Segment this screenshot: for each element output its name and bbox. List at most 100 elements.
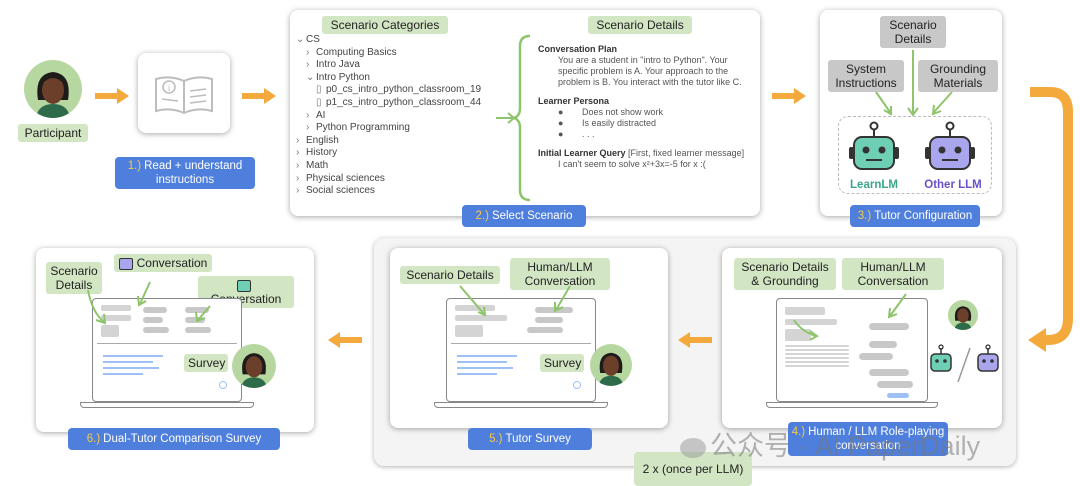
chevron-down-icon: ⌄ [296, 34, 305, 45]
arrow-right-icon [95, 88, 129, 104]
persona-item: ●Is easily distracted [558, 118, 657, 128]
tree-item[interactable]: ⌄Intro Python [296, 72, 496, 85]
curved-arrow-icon [1028, 87, 1073, 352]
config-arrows [875, 50, 953, 117]
tree-item-label: Social sciences [306, 185, 375, 197]
wechat-icon [680, 437, 706, 458]
tree-item-label: AI [316, 109, 326, 121]
tree-item[interactable]: › Social sciences [296, 185, 496, 198]
step-2-text: Select Scenario [491, 210, 573, 222]
tree-item-label: History [306, 147, 338, 159]
chevron-down-icon: ⌄ [306, 71, 315, 83]
persona-heading: Learner Persona [538, 96, 610, 106]
step-5-text: Tutor Survey [505, 433, 571, 445]
step-5-label: 5.)Tutor Survey [468, 428, 592, 450]
chevron-right-icon: › [306, 109, 310, 121]
arrow-left-icon [678, 332, 712, 348]
robots-pair-icon [930, 344, 999, 383]
step-4-text: Human / LLM Role-playing conversation [808, 426, 945, 452]
chevron-right-icon: › [296, 185, 300, 197]
conv-user-avatar [948, 300, 978, 330]
chevron-right-icon: › [306, 46, 310, 58]
config-scenario-details: Scenario Details [880, 16, 946, 48]
conv-arrow-chat [887, 293, 907, 319]
step-4-label: 4.)Human / LLM Role-playing conversation [788, 422, 948, 456]
query-text: I can't seem to solve x²+3x=-5 for x :( [558, 159, 706, 169]
scenario-details: Conversation Plan You are a student in "… [538, 44, 752, 170]
survey5-laptop-screen [446, 298, 596, 402]
tree-item[interactable]: ⌄CS [296, 34, 496, 47]
comparison-survey-panel: Scenario Details Conversation Conversati… [36, 248, 314, 432]
tree-item[interactable]: ›Intro Java [296, 59, 496, 72]
step-5-number: 5.) [489, 433, 503, 445]
tree-item[interactable]: ›Math [296, 160, 496, 173]
step-2-number: 2.) [475, 210, 489, 222]
scenario-tree[interactable]: ⌄CS›Computing Basics›Intro Java⌄Intro Py… [296, 34, 496, 198]
tree-item[interactable]: ▯ p0_cs_intro_python_classroom_19 [296, 84, 496, 97]
tree-item[interactable]: › Computing Basics [296, 47, 496, 60]
chevron-right-icon: › [296, 172, 300, 184]
tree-item[interactable]: › Physical sciences [296, 173, 496, 186]
survey6-laptop-base [80, 402, 254, 408]
survey5-user-avatar [590, 344, 632, 386]
arrow-left-icon [328, 332, 362, 348]
tree-item-label: p0_cs_intro_python_classroom_19 [326, 84, 482, 96]
tree-item-label: Computing Basics [316, 46, 397, 58]
tree-item[interactable]: ›English [296, 135, 496, 148]
step-4-number: 4.) [791, 426, 806, 438]
survey6-user-avatar [232, 344, 276, 388]
participant-avatar [24, 60, 82, 118]
chevron-right-icon: › [306, 122, 310, 134]
survey5-arrows [459, 285, 571, 317]
conv-scenario-grounding: Scenario Details & Grounding [734, 258, 836, 290]
scenario-details-title: Scenario Details [588, 16, 692, 34]
step-3-text: Tutor Configuration [874, 210, 973, 222]
config-system-instructions: System Instructions [828, 60, 904, 92]
file-icon: ▯ [316, 84, 322, 96]
tree-item[interactable]: › Python Programming [296, 122, 496, 135]
tree-item[interactable]: ›History [296, 147, 496, 160]
tree-item-label: English [306, 134, 339, 146]
step-1-label: 1.)Read + understand instructions [115, 157, 255, 189]
tree-item[interactable]: ▯p1_cs_intro_python_classroom_44 [296, 97, 496, 110]
tree-item-label: Python Programming [316, 122, 410, 134]
arrow-right-icon [772, 88, 806, 104]
conv-laptop-base [766, 402, 938, 408]
scenario-categories-title: Scenario Categories [322, 16, 448, 34]
robot-icon [118, 257, 133, 270]
tree-item-label: p1_cs_intro_python_classroom_44 [326, 96, 482, 108]
plan-heading: Conversation Plan [538, 44, 618, 54]
other-llm-robot-icon [925, 121, 975, 170]
survey6-scenario-details: Scenario Details [46, 262, 102, 294]
conversation-panel: Scenario Details & Grounding Human/LLM C… [722, 248, 1002, 428]
chevron-right-icon: › [296, 159, 300, 171]
tutor-survey-panel: Scenario Details Human/LLM Conversation … [390, 248, 668, 428]
llm-group [838, 116, 992, 194]
survey6-conversation-a: Conversation [114, 254, 212, 272]
step-2-label: 2.)Select Scenario [462, 205, 586, 227]
tree-item[interactable]: › AI [296, 110, 496, 123]
scenario-panel: Scenario Categories Scenario Details ⌄CS… [290, 10, 760, 216]
learnlm-robot-icon [849, 121, 899, 170]
other-llm-label: Other LLM [924, 179, 982, 191]
persona-item: ●. . . [558, 129, 595, 139]
persona-item: ●Does not show work [558, 107, 664, 117]
step-3-label: 3.)Tutor Configuration [850, 205, 980, 227]
conv-human-llm: Human/LLM Conversation [842, 258, 944, 290]
survey6-survey: Survey [184, 354, 228, 372]
learnlm-label: LearnLM [850, 179, 898, 191]
config-grounding-materials: Grounding Materials [918, 60, 998, 92]
arrow-right-icon [242, 88, 276, 104]
survey5-human-llm: Human/LLM Conversation [510, 258, 610, 290]
survey5-survey: Survey [540, 354, 584, 372]
tree-item-label: CS [306, 34, 320, 45]
conv-arrows [793, 319, 819, 341]
survey6-laptop-screen [92, 298, 242, 402]
step-6-number: 6.) [86, 433, 101, 445]
participant-label: Participant [18, 124, 88, 142]
step-3-number: 3.) [857, 210, 872, 222]
tree-item-label: Physical sciences [306, 172, 385, 184]
survey6-arrows [87, 281, 211, 325]
query-heading: Initial Learner Query [538, 148, 626, 158]
step-6-text: Dual-Tutor Comparison Survey [103, 433, 262, 445]
